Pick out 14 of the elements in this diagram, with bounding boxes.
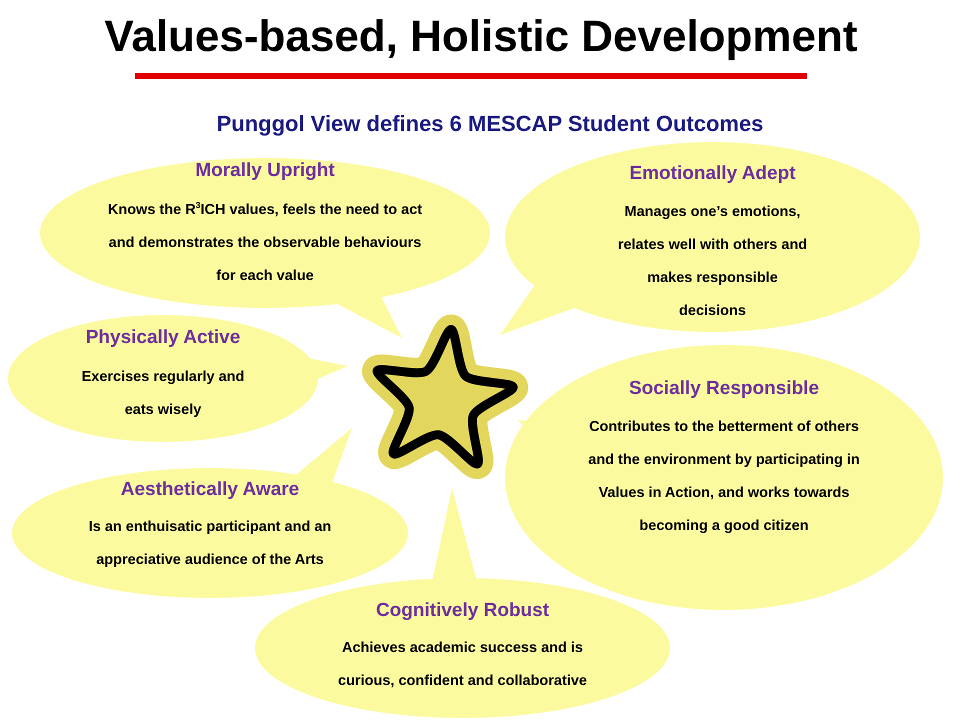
outcome-description: Knows the R$^{3}$ICH values, feels the need to act and demonstrates the observable behaviours for each value bbox=[106, 199, 424, 286]
outcome-heading: Socially Responsible bbox=[628, 378, 820, 400]
outcome-heading: Cognitively Robust bbox=[374, 600, 550, 622]
outcome-description: Contributes to the betterment of others and the environment by participating in Values in Action, and works towards becoming a good citizen bbox=[587, 418, 861, 536]
outcome-heading: Emotionally Adept bbox=[628, 163, 797, 185]
outcome-heading: Aesthetically Aware bbox=[120, 479, 300, 501]
outcome-description: Manages one’s emotions, relates well with others and makes responsible decisions bbox=[616, 203, 808, 321]
outcome-heading: Physically Active bbox=[84, 327, 242, 349]
title: Values-based, Holistic Development bbox=[103, 12, 859, 62]
subtitle: Punggol View defines 6 MESCAP Student Outcomes bbox=[216, 111, 764, 137]
outcome-description: Achieves academic success and is curious, confident and collaborative bbox=[338, 639, 588, 691]
outcome-description: Exercises regularly and eats wisely bbox=[80, 368, 246, 420]
outcome-heading: Morally Upright bbox=[194, 160, 336, 182]
outcome-description: Is an enthuisatic participant and an appreciative audience of the Arts bbox=[88, 518, 332, 570]
